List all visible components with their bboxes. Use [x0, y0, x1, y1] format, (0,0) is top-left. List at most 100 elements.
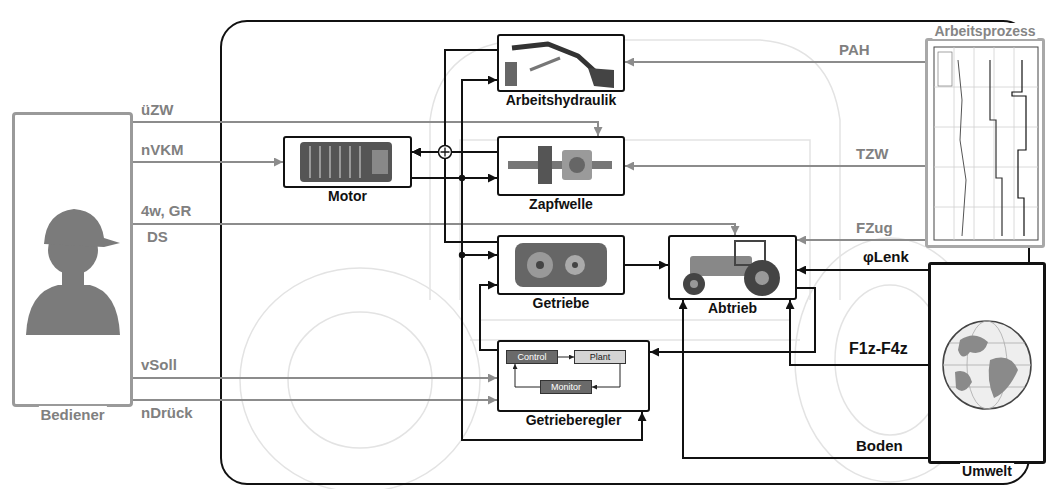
signal-connector: [592, 364, 620, 387]
signal-label: F1z-F4z: [848, 340, 909, 358]
box-ground: [497, 136, 625, 196]
loader-icon: [530, 58, 560, 70]
signal-connector: [558, 357, 574, 358]
loader-icon: [505, 62, 517, 86]
node-title: Arbeitsprozess: [932, 23, 1037, 39]
loader-icon: [588, 68, 614, 88]
signal-connector: [133, 377, 497, 379]
node-title: Getrieberegler: [524, 412, 624, 428]
sum-junction: [439, 146, 452, 159]
pto-icon: [508, 146, 612, 184]
signal-connector: [412, 80, 497, 178]
signal-connector: [625, 61, 925, 63]
gearbox-icon: [565, 255, 585, 275]
node-title: Umwelt: [960, 463, 1014, 479]
signal-label: nDrück: [140, 404, 194, 421]
tractor-frame: [221, 21, 1029, 484]
engine-icon: [300, 142, 392, 182]
branch-dot: [459, 175, 465, 258]
node-title: Bediener: [38, 406, 106, 423]
tractor-frame: [221, 21, 1029, 484]
tractor-sketch: [240, 40, 985, 489]
sum-junction: [439, 146, 452, 159]
process-box: Arbeitsprozess: [925, 38, 1045, 248]
box-ground: [497, 34, 625, 92]
globe-icon: [943, 321, 1031, 409]
pto-icon: [538, 146, 552, 184]
tractor-icon: [683, 241, 780, 296]
globe-icon: [958, 335, 988, 356]
engine-icon: [310, 146, 360, 178]
signal-connector: [797, 239, 925, 241]
node-title: Zapfwelle: [527, 196, 595, 212]
pto-icon: [562, 150, 592, 180]
signal-label: FZug: [855, 219, 894, 236]
node-title: Arbeitshydraulik: [504, 92, 618, 108]
signal-label: üZW: [140, 101, 174, 118]
signal-connector: [412, 178, 497, 255]
process-chart: [938, 52, 952, 86]
box-ground: [928, 262, 1046, 464]
signal-connector: [412, 178, 642, 440]
component-box: Abtrieb: [668, 235, 797, 300]
node-title: Monitor: [551, 382, 581, 392]
component-box: Arbeitshydraulik: [497, 34, 625, 92]
process-chart: [1012, 60, 1026, 236]
engine-icon: [300, 142, 392, 182]
signal-label: DS: [146, 228, 169, 245]
branch-dot: [459, 175, 465, 181]
tractor-sketch: [470, 320, 800, 340]
signal-connector: [412, 50, 497, 152]
signal-connector: [790, 300, 928, 365]
node-title: Plant: [590, 352, 611, 362]
process-chart: [934, 47, 1038, 240]
signal-label: vSoll: [140, 356, 178, 373]
gearbox-icon: [536, 261, 544, 269]
node-title: Control: [517, 352, 546, 362]
signal-label: TZW: [855, 145, 889, 162]
globe-icon: [943, 321, 1031, 409]
signal-connector: [683, 300, 928, 458]
pto-icon: [508, 161, 612, 169]
operator-box: Bediener: [12, 112, 133, 407]
tractor-sketch: [288, 312, 432, 448]
gearbox-icon: [527, 252, 553, 278]
tractor-icon: [690, 280, 698, 288]
globe-icon: [989, 358, 1018, 398]
environment-box: Umwelt: [928, 262, 1046, 464]
connector-group: [133, 50, 928, 458]
signal-label: nVKM: [140, 141, 185, 158]
operator-silhouette: [26, 209, 120, 335]
signal-connector: [133, 161, 283, 163]
signal-connector: [133, 224, 735, 235]
tractor-icon: [744, 260, 780, 296]
gearbox-icon: [515, 243, 607, 287]
signal-label: 4w, GR: [140, 202, 192, 219]
node-title: Abtrieb: [706, 300, 759, 316]
box-ground: [668, 235, 797, 300]
process-chart: [958, 60, 966, 236]
process-chart: [934, 47, 1038, 240]
box-ground: [12, 34, 1046, 464]
controller-box: ControlPlantMonitorGetrieberegler: [497, 340, 650, 412]
tractor-icon: [755, 271, 769, 285]
box-ground: [497, 235, 625, 295]
component-box: Getriebe: [497, 235, 625, 295]
signal-label: φLenk: [862, 248, 910, 265]
gearbox-icon: [515, 243, 607, 287]
node-title: Motor: [326, 188, 369, 204]
loader-icon: [512, 44, 600, 76]
signal-connector: [625, 165, 925, 167]
operator-silhouette: [26, 285, 120, 335]
monitor-block: Monitor: [540, 380, 592, 394]
component-box: Motor: [283, 136, 412, 188]
signal-label: Boden: [855, 437, 904, 454]
branch-dot: [459, 252, 465, 258]
sum-junction: [441, 148, 450, 157]
control-block: Control: [506, 350, 558, 364]
box-ground: [925, 38, 1045, 248]
signal-connector: [515, 364, 540, 387]
signal-connector: [480, 285, 497, 350]
box-ground: [12, 112, 133, 407]
signal-connector: [797, 269, 928, 271]
